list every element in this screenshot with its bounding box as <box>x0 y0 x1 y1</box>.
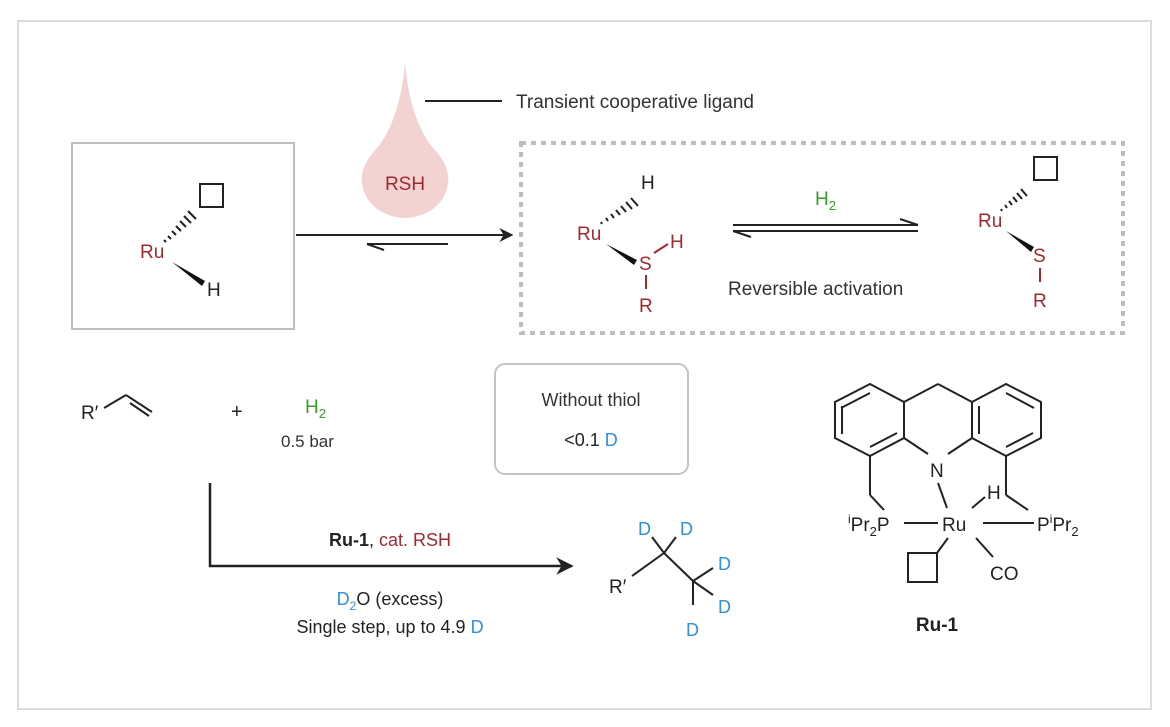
sulfur-label: S <box>1033 246 1046 267</box>
catalyst-conditions: Ru-1, cat. RSH <box>329 530 451 550</box>
control-value-number: <0.1 <box>564 430 605 450</box>
control-title: Without thiol <box>541 390 640 410</box>
reverse-arrow-barb <box>366 243 385 251</box>
hydride-label: H <box>207 280 221 301</box>
thiol-droplet: RSH <box>361 62 449 218</box>
n-label: N <box>930 461 944 482</box>
ru-label: Ru <box>140 242 164 263</box>
h2-forward-arrow-barb <box>899 218 919 226</box>
plus-sign: + <box>231 401 243 423</box>
d-label: D <box>686 620 699 640</box>
pr-subscript: 2 <box>1071 524 1078 539</box>
h2-symbol: H <box>815 189 829 210</box>
reaction-arrow[interactable] <box>208 483 574 575</box>
hashed-bond <box>163 210 197 243</box>
h2-subscript: 2 <box>319 406 326 421</box>
result-label: Single step, up to 4.9 D <box>296 617 483 637</box>
catalyst-name: Ru-1 <box>916 615 959 636</box>
thiol-h-label: H <box>670 232 684 253</box>
droplet-label: RSH <box>385 174 425 195</box>
pr-label: Pr <box>1052 515 1072 536</box>
pr-subscript: 2 <box>870 524 877 539</box>
ru1-labels: N H Ru iPr2P PiPr2 CO Ru-1 <box>848 461 1079 636</box>
cocatalyst-name: cat. RSH <box>379 530 451 550</box>
hydride-label: H <box>987 483 1001 504</box>
r-label: R <box>1033 291 1047 312</box>
ru-label: Ru <box>577 224 601 245</box>
droplet-shape <box>361 62 449 218</box>
wedge-bond <box>606 244 637 265</box>
substrate-r-label: R′ <box>81 403 99 424</box>
catalyst-separator: , <box>369 530 379 550</box>
pr-label: Pr <box>851 515 871 536</box>
d-label: D <box>718 554 731 574</box>
ipr-superscript: i <box>1050 512 1053 526</box>
control-value-d: D <box>605 430 618 450</box>
ru-label: Ru <box>942 515 966 536</box>
sulfur-label: S <box>639 254 652 275</box>
ru-label: Ru <box>978 211 1002 232</box>
callout-label: Transient cooperative ligand <box>516 92 754 113</box>
intermediates-box <box>519 141 1125 335</box>
ru1-structure <box>834 382 1042 583</box>
p-label: P <box>1037 515 1050 536</box>
p-label: P <box>877 515 890 536</box>
ipr-superscript: i <box>848 512 851 526</box>
hashed-bond <box>1000 188 1028 212</box>
start-complex: Ru H <box>71 142 295 330</box>
h2-symbol: H <box>305 397 319 418</box>
thiolate-complex: Ru S R <box>978 156 1058 312</box>
product-r-label: R′ <box>609 577 627 598</box>
h2-gas: H2 <box>305 397 326 421</box>
result-d: D <box>471 617 484 637</box>
h2-subscript: 2 <box>829 198 836 213</box>
result-text: Single step, up to 4.9 <box>296 617 470 637</box>
h2-reagent: H2 <box>815 189 836 213</box>
r-label: R <box>639 296 653 317</box>
h2-pressure: 0.5 bar <box>281 432 334 451</box>
left-phosphine: iPr2P <box>848 512 890 539</box>
thiol-adduct: Ru H S H R <box>577 173 684 317</box>
substrate-alkene: R′ <box>81 394 153 424</box>
vacant-site-icon <box>199 183 224 208</box>
solvent-d: D <box>337 589 350 609</box>
control-box: Without thiol <0.1 D <box>494 363 689 475</box>
hydride-label: H <box>641 173 655 194</box>
solvent-rest: O (excess) <box>356 589 443 609</box>
s-h-bond <box>653 243 669 254</box>
start-complex-box <box>71 142 295 330</box>
h2-reverse-arrow-barb <box>732 230 752 238</box>
wedge-bond <box>172 262 205 286</box>
d-label: D <box>680 519 693 539</box>
d-label: D <box>638 519 651 539</box>
control-value: <0.1 D <box>564 430 618 450</box>
control-box-outline <box>494 363 689 475</box>
solvent-sub: 2 <box>350 599 357 613</box>
deuterated-product: R′ D D D D D <box>609 519 731 640</box>
vacant-site-icon <box>1033 156 1058 181</box>
d-label: D <box>718 597 731 617</box>
carbonyl-label: CO <box>990 564 1019 585</box>
catalyst-name: Ru-1 <box>329 530 369 550</box>
wedge-bond <box>1006 231 1034 252</box>
hashed-bond <box>600 197 639 225</box>
right-phosphine: PiPr2 <box>1037 512 1079 539</box>
solvent-label: D2O (excess) <box>337 589 444 613</box>
equilibrium-caption: Reversible activation <box>728 279 903 300</box>
